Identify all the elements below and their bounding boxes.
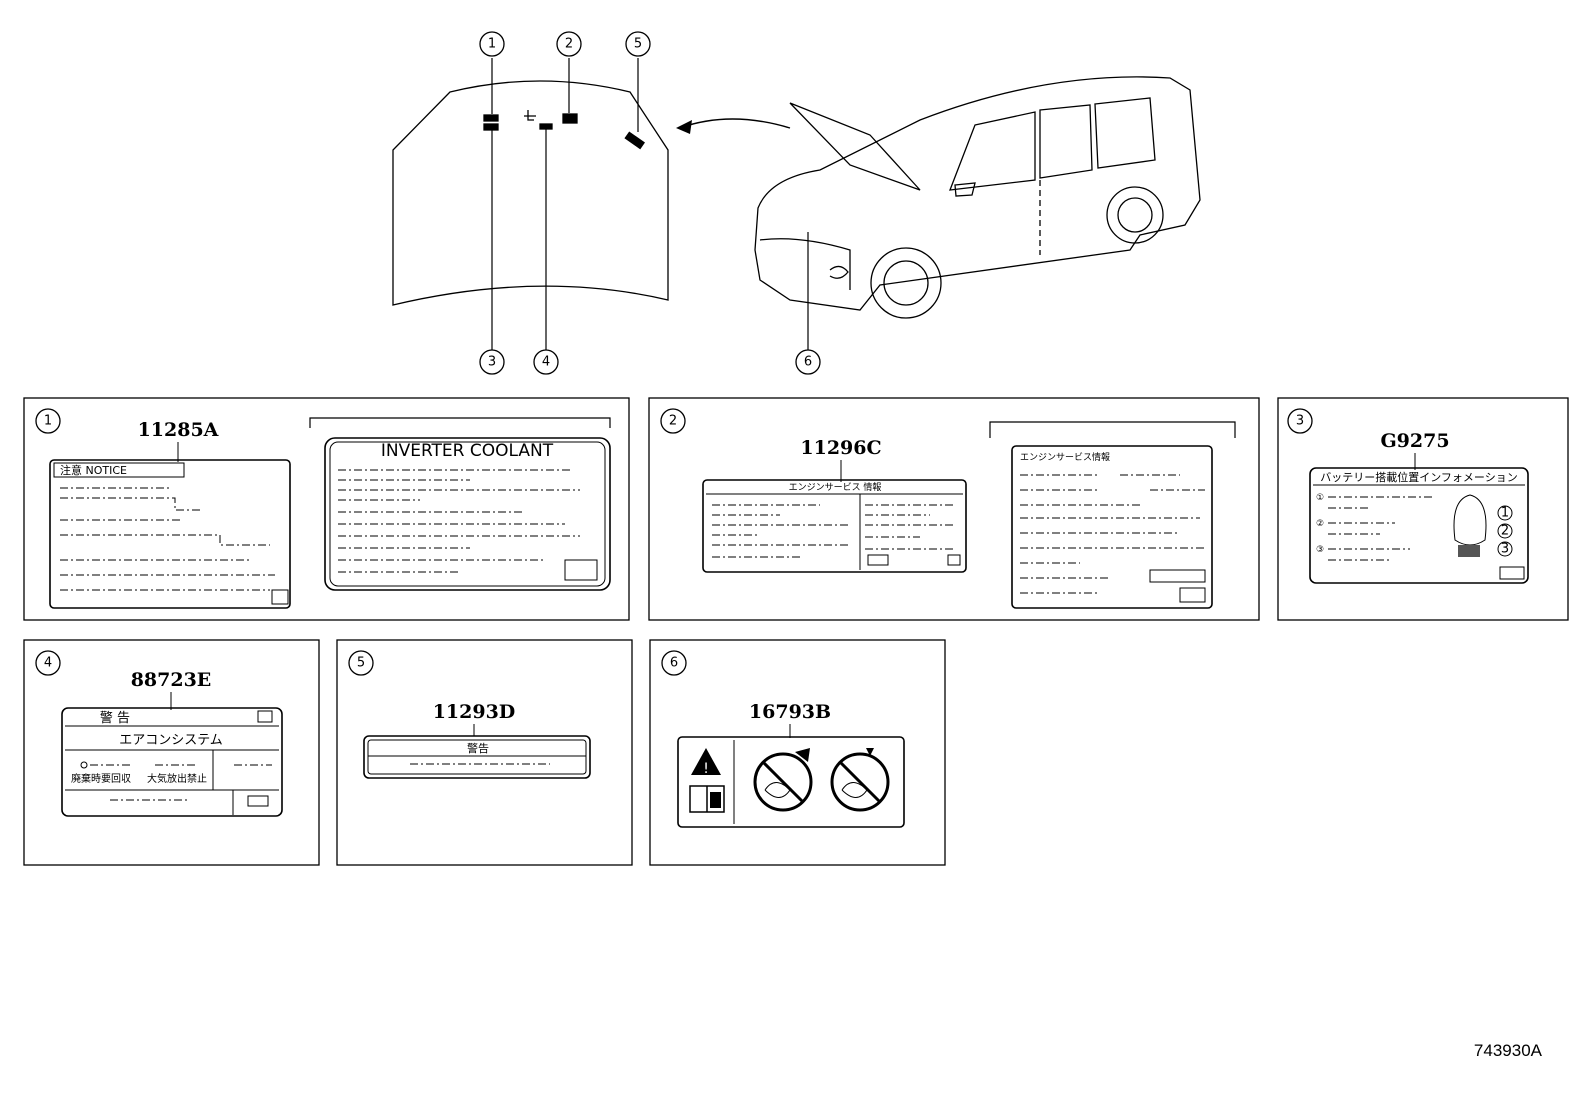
callout-4: 4 <box>533 349 559 375</box>
part-number-88723E: 88723E <box>131 669 212 691</box>
callout-5: 5 <box>625 31 651 57</box>
svg-text:2: 2 <box>565 37 573 52</box>
panel-4: 4 88723E 警 告 エアコンシステム 廃棄時要回収 大気放出禁止 <box>23 639 320 866</box>
warning-triangle-icon <box>691 748 721 775</box>
svg-text:2: 2 <box>1501 524 1509 539</box>
svg-text:3: 3 <box>488 355 496 370</box>
panel-2: 2 11296C エンジンサービス 情報 エンジンサービス情報 <box>648 397 1260 621</box>
diagram-code: 743930A <box>1473 1041 1542 1060</box>
svg-text:①: ① <box>1316 493 1324 503</box>
label-warning-11293D: 警告 <box>363 735 591 779</box>
svg-text:②: ② <box>1316 519 1324 529</box>
direction-arrow <box>676 118 791 134</box>
label-pictogram-16793B: ! <box>677 736 905 828</box>
svg-text:エアコンシステム: エアコンシステム <box>119 733 223 748</box>
panel-1: 1 11285A 注意 NOTICE INVERTER COOLANT <box>23 397 630 621</box>
svg-text:③: ③ <box>1316 545 1324 555</box>
label-aircon-warning: 警 告 エアコンシステム 廃棄時要回収 大気放出禁止 <box>61 707 283 817</box>
svg-text:INVERTER COOLANT: INVERTER COOLANT <box>381 441 554 461</box>
svg-text:警 告: 警 告 <box>100 710 130 726</box>
svg-text:警告: 警告 <box>467 741 489 755</box>
part-number-16793B: 16793B <box>749 701 831 723</box>
no-water-spray-icon <box>753 748 813 812</box>
svg-text:4: 4 <box>44 656 52 671</box>
part-number-11285A: 11285A <box>138 419 219 441</box>
panel-6: 6 16793B ! <box>649 639 946 866</box>
svg-text:1: 1 <box>1501 506 1509 521</box>
svg-text:大気放出禁止: 大気放出禁止 <box>147 772 207 785</box>
callout-3: 3 <box>479 349 505 375</box>
svg-text:5: 5 <box>634 37 642 52</box>
manual-book-icon <box>689 785 725 813</box>
label-notice: 注意 NOTICE <box>49 459 291 609</box>
label-engine-service-a: エンジンサービス 情報 <box>702 479 967 573</box>
label-inverter-coolant: INVERTER COOLANT <box>324 437 611 591</box>
callout-1: 1 <box>479 31 505 57</box>
svg-text:6: 6 <box>670 656 678 671</box>
vehicle-illustration <box>754 76 1201 319</box>
svg-text:注意 NOTICE: 注意 NOTICE <box>60 463 127 477</box>
svg-text:5: 5 <box>357 656 365 671</box>
svg-text:エンジンサービス 情報: エンジンサービス 情報 <box>789 481 882 493</box>
svg-text:3: 3 <box>1296 414 1304 429</box>
svg-text:エンジンサービス情報: エンジンサービス情報 <box>1020 451 1110 463</box>
part-number-11296C: 11296C <box>800 437 881 459</box>
panel-3: 3 G9275 バッテリー搭載位置インフォメーション ① ② ③ 1 2 3 <box>1277 397 1569 621</box>
svg-text:6: 6 <box>804 355 812 370</box>
hood-illustration <box>392 80 669 306</box>
svg-text:バッテリー搭載位置インフォメーション: バッテリー搭載位置インフォメーション <box>1320 470 1517 484</box>
svg-text:4: 4 <box>542 355 550 370</box>
part-number-G9275: G9275 <box>1380 430 1449 452</box>
callout-2: 2 <box>556 31 582 57</box>
svg-text:廃棄時要回収: 廃棄時要回収 <box>71 772 131 785</box>
leader-lines <box>491 58 809 350</box>
part-number-11293D: 11293D <box>433 701 516 723</box>
svg-text:1: 1 <box>44 414 52 429</box>
no-brush-icon <box>830 748 890 812</box>
svg-text:2: 2 <box>669 414 677 429</box>
svg-text:1: 1 <box>488 37 496 52</box>
label-battery-location: バッテリー搭載位置インフォメーション ① ② ③ 1 2 3 <box>1309 467 1529 584</box>
callout-6: 6 <box>795 349 821 375</box>
label-engine-service-b: エンジンサービス情報 <box>1011 445 1213 609</box>
panel-5: 5 11293D 警告 <box>336 639 633 866</box>
svg-text:!: ! <box>703 761 709 777</box>
svg-text:3: 3 <box>1501 542 1509 557</box>
